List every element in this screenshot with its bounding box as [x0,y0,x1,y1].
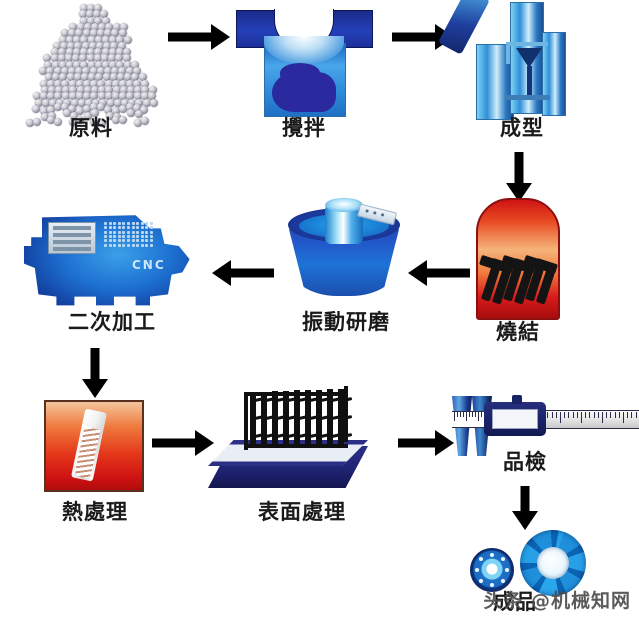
finished-parts-icon [458,528,608,598]
arrow-surface-to-inspect [398,428,454,458]
cnc-machine-icon: CNC [24,202,204,312]
step-label-raw-material: 原料 [69,116,113,140]
plating-rack-icon [208,384,378,504]
step-vibration-grinding [288,198,400,310]
step-label-forming: 成型 [500,116,544,140]
step-label-sintering: 燒結 [496,320,540,344]
furnace-icon [476,198,560,320]
step-raw-material [16,4,166,128]
step-mixing [236,9,373,117]
vibration-bowl-icon [288,198,400,310]
step-label-secondary-machining: 二次加工 [68,310,156,334]
step-label-vibration-grinding: 振動研磨 [302,310,390,334]
watermark-text: 头条 @机械知网 [483,590,631,612]
arrow-sintering-to-grinding [408,258,470,288]
caliper-icon [428,390,639,460]
arrow-heat-to-surface [152,428,214,458]
step-label-quality-inspection: 品檢 [503,450,547,474]
heat-furnace-icon [44,400,144,492]
step-surface-treatment [208,384,378,504]
step-label-surface-treatment: 表面處理 [258,500,346,524]
arrow-raw-to-mixing [168,22,230,52]
step-sintering [476,198,560,320]
arrow-cnc-to-heat [80,348,110,398]
step-quality-inspection [428,390,639,460]
arrow-inspect-to-product [510,486,540,530]
step-label-heat-treatment: 熱處理 [62,500,128,524]
step-label-mixing: 攪拌 [282,116,326,140]
step-heat-treatment [44,400,144,492]
mixer-icon [236,9,373,117]
step-finished-product [458,528,608,598]
arrow-forming-to-sintering [504,152,534,202]
step-forming [437,0,582,120]
sphere-pile-icon [16,4,166,128]
step-secondary-machining: CNC [24,202,204,312]
cnc-badge-label: CNC [132,258,166,272]
press-machine-icon [437,0,582,120]
arrow-grinding-to-cnc [212,258,274,288]
step-label-finished-product: 成品 [493,590,537,614]
